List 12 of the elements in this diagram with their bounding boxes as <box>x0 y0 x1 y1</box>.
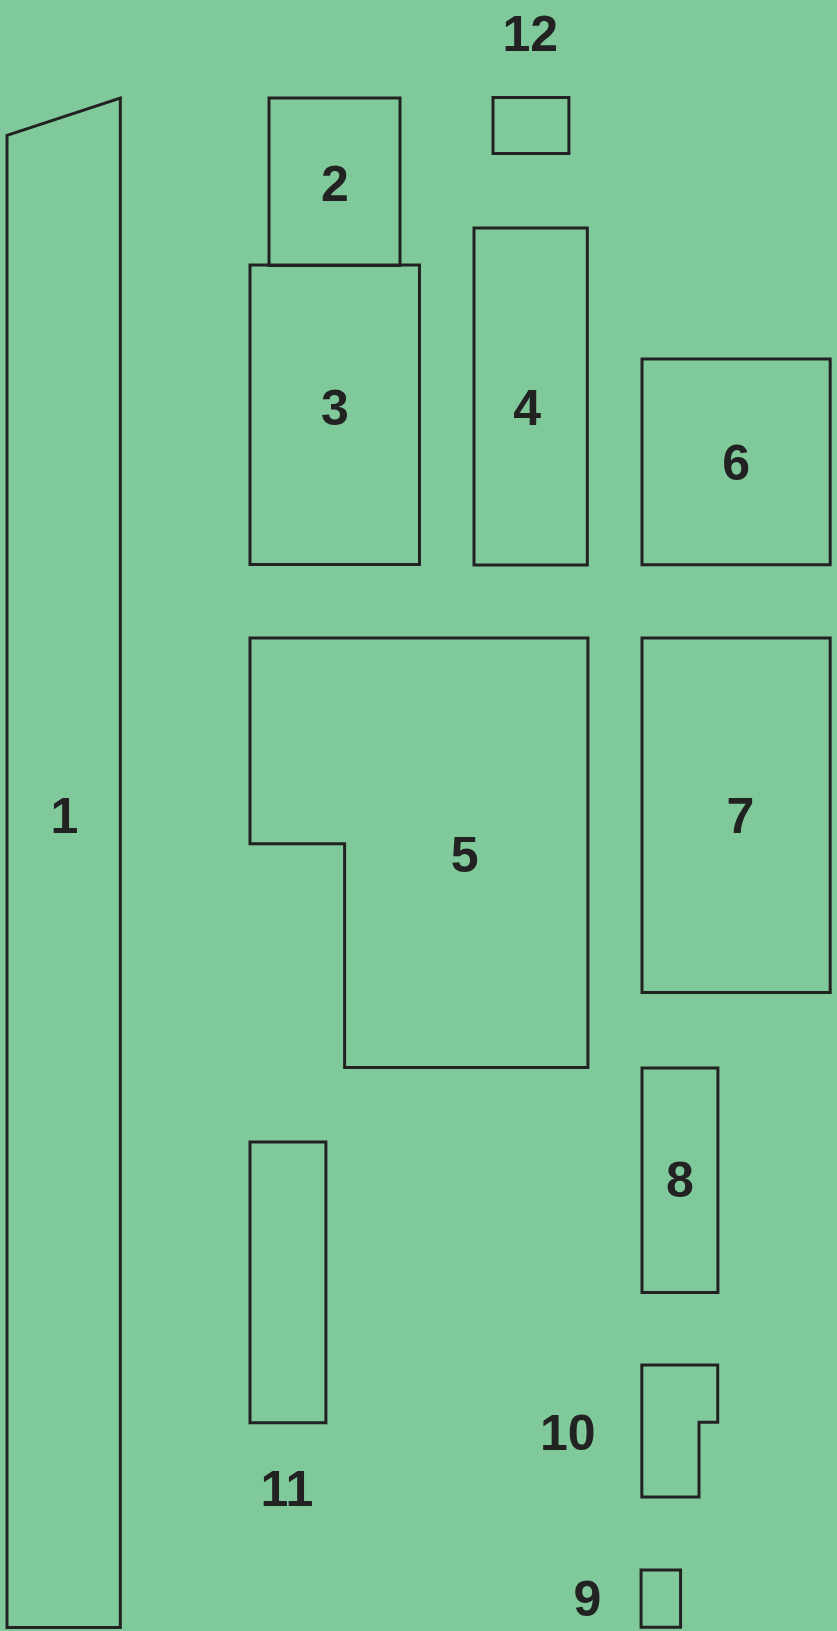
room-number: 5 <box>450 828 479 881</box>
room-number: 7 <box>726 790 755 843</box>
room-number: 4 <box>513 381 542 434</box>
room-number: 6 <box>722 436 751 489</box>
room-number: 1 <box>50 790 79 843</box>
room-number: 10 <box>539 1406 596 1459</box>
room-number: 8 <box>666 1154 694 1207</box>
room-number: 12 <box>502 8 559 61</box>
room-number: 3 <box>320 381 349 434</box>
room-number: 9 <box>573 1573 602 1626</box>
room-number: 11 <box>260 1462 314 1515</box>
room-number: 2 <box>320 158 349 211</box>
